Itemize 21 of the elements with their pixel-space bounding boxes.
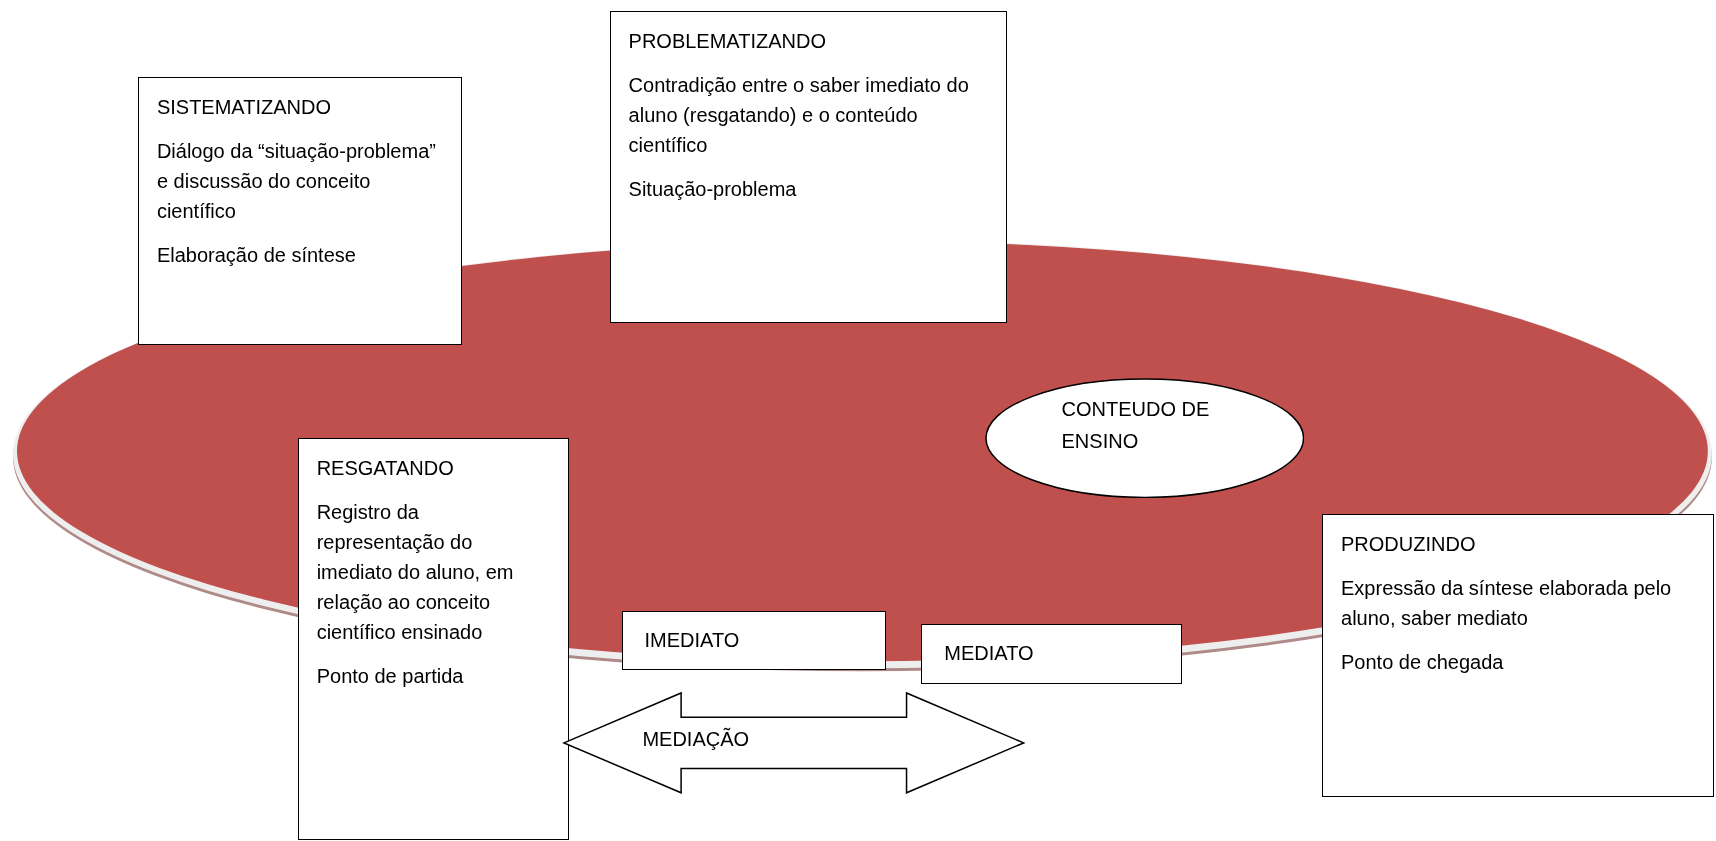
- box-text: Contradição entre o saber imediato do aluno (resgatando) e o conteúdo científico: [628, 72, 970, 158]
- box-heading: RESGATANDO: [316, 455, 455, 481]
- stage-box: [609, 10, 1007, 323]
- box-text: Expressão da síntese elaborada pelo aluno, saber mediato: [1341, 576, 1673, 632]
- box-text: Ponto de chegada: [1341, 650, 1505, 676]
- box-text: MEDIATO: [944, 640, 1035, 666]
- content-oval: [984, 377, 1305, 498]
- box-text: IMEDIATO: [644, 627, 741, 653]
- box-text: Diálogo da “situação-problema” e discussão do conceito científico: [156, 138, 437, 224]
- box-heading: SISTEMATIZANDO: [156, 94, 332, 120]
- oval-label: CONTEUDO DE ENSINO: [1061, 396, 1211, 454]
- box-heading: PROBLEMATIZANDO: [628, 28, 827, 54]
- box-text: Situação-problema: [628, 176, 798, 202]
- stage-box: [297, 437, 570, 841]
- box-text: Registro da representação do imediato do aluno, em relação ao conceito científico ensinado: [316, 499, 515, 645]
- stage-box: [137, 76, 462, 345]
- label-box: [921, 623, 1182, 684]
- box-heading: PRODUZINDO: [1341, 532, 1477, 558]
- box-text: Ponto de partida: [316, 663, 465, 689]
- box-text: Elaboração de síntese: [156, 242, 357, 268]
- stage-box: [1322, 514, 1714, 797]
